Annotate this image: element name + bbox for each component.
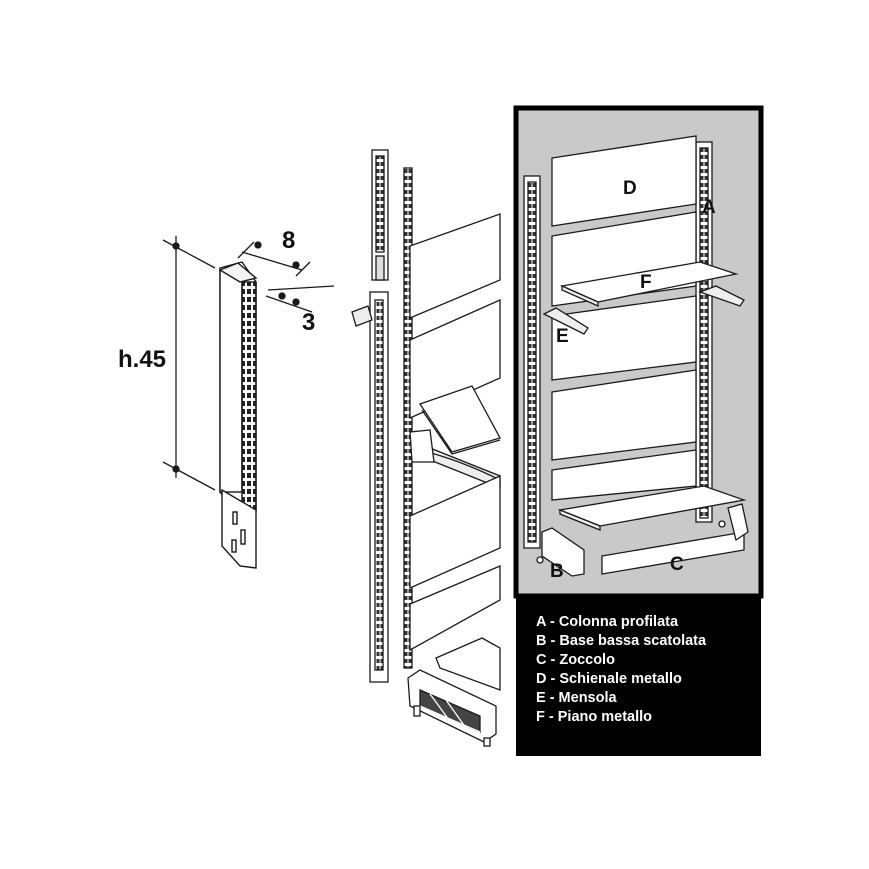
legend-item-d: D - Schienale metallo [536,671,682,687]
label-E: E [556,326,569,347]
width-dimension [237,241,311,277]
height-dimension [162,236,216,491]
exploded-assembly [351,149,501,747]
legend: A - Colonna profilata B - Base bassa sca… [516,596,761,756]
legend-item-f: F - Piano metallo [536,709,653,725]
depth-label: 3 [302,309,315,336]
shelving-unit [523,135,749,577]
height-label: h.45 [118,346,166,373]
legend-background [516,596,761,756]
column-detail [218,261,258,569]
depth-dimension [265,285,335,313]
width-label: 8 [282,227,295,254]
label-C: C [670,554,684,575]
label-A: A [702,197,716,218]
legend-item-b: B - Base bassa scatolata [536,633,707,649]
legend-item-a: A - Colonna profilata [536,614,679,630]
label-F: F [640,272,652,293]
legend-item-c: C - Zoccolo [536,652,615,668]
label-B: B [550,561,564,582]
label-D: D [623,178,637,199]
legend-item-e: E - Mensola [536,690,617,706]
